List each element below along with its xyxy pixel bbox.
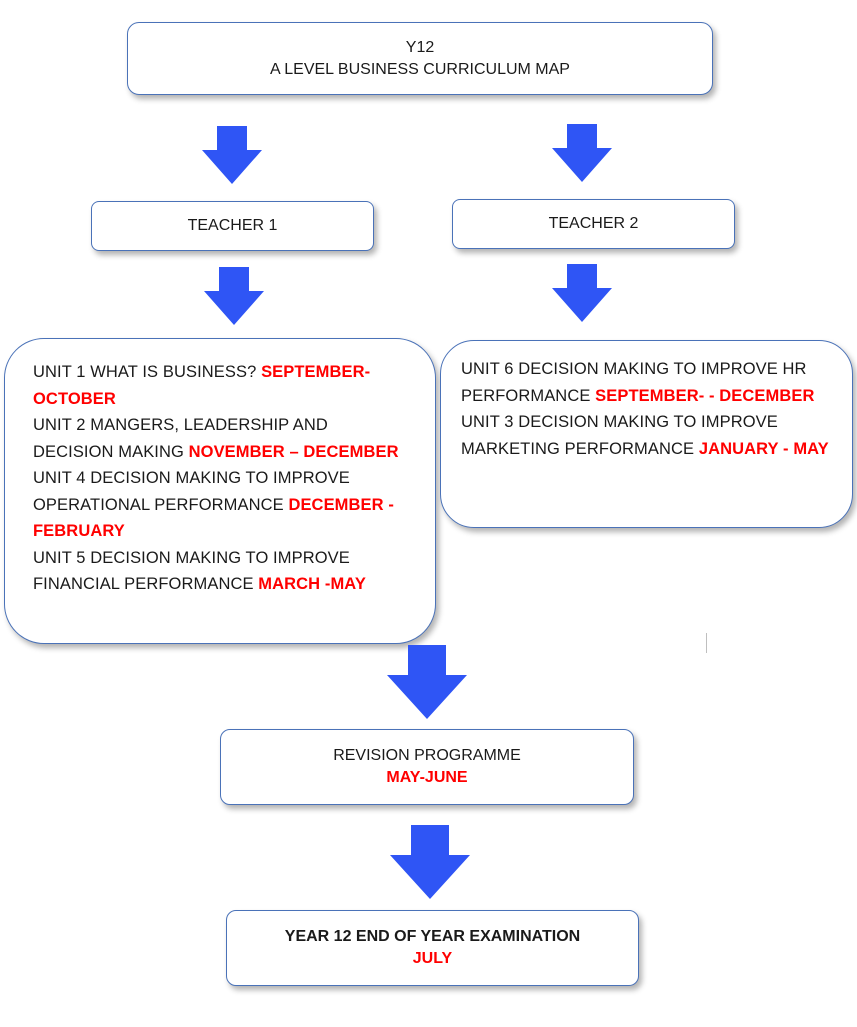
unit-item: UNIT 6 DECISION MAKING TO IMPROVE HR PER… [461,356,830,409]
unit-text: UNIT 6 DECISION MAKING TO IMPROVE HR PER… [461,360,807,405]
arrow-down-icon [552,264,612,322]
teacher-1-units-box: UNIT 1 WHAT IS BUSINESS? SEPTEMBER-OCTOB… [4,338,436,644]
unit-period: MARCH -MAY [258,575,366,593]
unit-text: UNIT 3 DECISION MAKING TO IMPROVE MARKET… [461,413,778,458]
arrow-down-icon [552,124,612,182]
arrow-down-icon [204,267,264,325]
teacher-2-label: TEACHER 2 [548,215,639,232]
revision-period: MAY-JUNE [386,769,468,786]
unit-period: NOVEMBER – DECEMBER [188,442,399,461]
arrow-down-icon [390,825,470,899]
title-box: Y12 A LEVEL BUSINESS CURRICULUM MAP [127,22,713,95]
unit-text: UNIT 2 MANGERS, LEADERSHIP AND DECISION … [33,416,328,461]
unit-period: SEPTEMBER-OCTOBER [33,363,371,408]
arrow-down-icon [387,645,467,719]
arrow-down-icon [202,126,262,184]
title-text: A LEVEL BUSINESS CURRICULUM MAP [270,60,570,78]
unit-item: UNIT 4 DECISION MAKING TO IMPROVE OPERAT… [33,465,413,545]
exam-box: YEAR 12 END OF YEAR EXAMINATION JULY [226,910,639,986]
teacher-1-label: TEACHER 1 [187,217,278,234]
exam-period: JULY [412,950,453,967]
teacher-2-box: TEACHER 2 [452,199,735,249]
teacher-2-units-box: UNIT 6 DECISION MAKING TO IMPROVE HR PER… [440,340,853,528]
teacher-1-box: TEACHER 1 [91,201,374,251]
revision-box: REVISION PROGRAMME MAY-JUNE [220,729,634,805]
divider [706,633,707,653]
unit-item: UNIT 3 DECISION MAKING TO IMPROVE MARKET… [461,409,830,462]
revision-label: REVISION PROGRAMME [333,747,521,764]
unit-text: UNIT 1 WHAT IS BUSINESS? [33,363,262,381]
unit-item: UNIT 2 MANGERS, LEADERSHIP AND DECISION … [33,412,413,465]
unit-item: UNIT 1 WHAT IS BUSINESS? SEPTEMBER-OCTOB… [33,359,413,412]
exam-label: YEAR 12 END OF YEAR EXAMINATION [284,928,581,945]
unit-text: UNIT 5 DECISION MAKING TO IMPROVE FINANC… [33,548,350,594]
unit-period: SEPTEMBER- - DECEMBER [595,386,815,405]
title-year: Y12 [405,38,435,56]
unit-text: UNIT 4 DECISION MAKING TO IMPROVE OPERAT… [33,469,350,514]
unit-item: UNIT 5 DECISION MAKING TO IMPROVE FINANC… [33,545,413,598]
unit-period: JANUARY - MAY [698,439,829,458]
unit-period: DECEMBER - FEBRUARY [33,495,394,541]
